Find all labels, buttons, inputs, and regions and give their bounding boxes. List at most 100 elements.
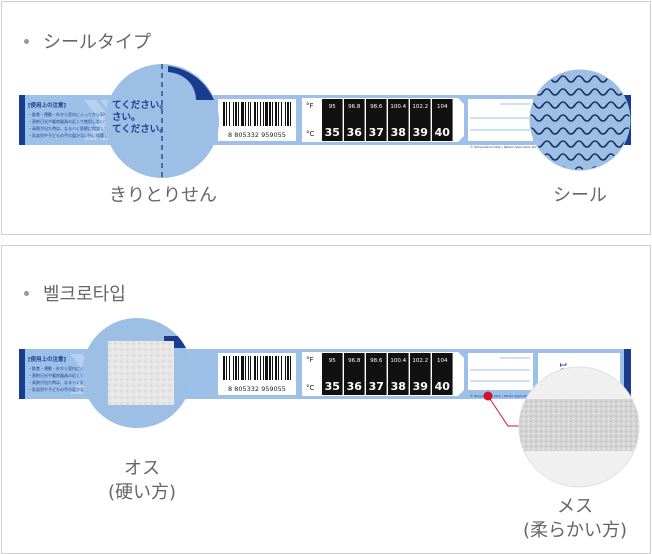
- band-left-edge: [19, 95, 25, 145]
- barcode-bar: [248, 356, 249, 380]
- celsius-value: 37: [369, 126, 384, 139]
- fahrenheit-value: 104: [437, 104, 448, 110]
- notice-title: [使用上の注意]: [28, 101, 67, 109]
- celsius-value: 39: [413, 126, 428, 139]
- caption-tear-line: きりとりせん: [109, 185, 217, 206]
- barcode-bar: [290, 102, 291, 126]
- barcode-bar: [278, 356, 279, 380]
- celsius-value: 35: [325, 380, 340, 393]
- notice-line: ・直射日光や暖房器具の近くで使用しないでください。: [28, 372, 128, 378]
- caption-hook-side: オス (硬い方): [107, 458, 177, 503]
- thermo-cell: [322, 353, 343, 395]
- barcode-bar: [275, 102, 277, 126]
- caption-seal: シール: [553, 185, 607, 206]
- thermo-cell: [366, 353, 387, 395]
- fineprint: © Temperature Strip / Patent Application…: [470, 394, 565, 398]
- fahrenheit-value: 104: [437, 358, 448, 364]
- barcode-bar: [285, 102, 286, 126]
- name-label-area: [468, 99, 533, 141]
- barcode-bar: [281, 102, 282, 126]
- notice-line: ・飲食・運動・外から室内に入ってから30分後に: [28, 365, 117, 371]
- barcode-bar: [229, 356, 230, 380]
- barcode-bar: [263, 356, 264, 380]
- barcode: [223, 356, 291, 380]
- band-edge-fragment: [168, 66, 214, 100]
- hook-side-magnifier: てください。 さい。 てください。: [82, 318, 192, 428]
- thermo-cell: [388, 99, 409, 141]
- barcode-bar: [235, 102, 237, 126]
- barcode-bar: [257, 356, 258, 380]
- thermo-cell: [432, 353, 453, 395]
- thermo-cell: [388, 353, 409, 395]
- notice-line: ・飲食・運動・外から室内に入ってから30分後に: [28, 111, 117, 117]
- bullet-icon: [24, 290, 29, 296]
- wave-line: [530, 101, 630, 109]
- magnifier-rim: [529, 69, 631, 171]
- thermo-cell: [344, 353, 365, 395]
- notice-line: ・乳幼児や子どもの手の届かない所に保管してください。: [28, 386, 132, 392]
- fahrenheit-value: 96.8: [348, 358, 361, 364]
- fahrenheit-value: 102.2: [412, 358, 428, 364]
- fahrenheit-value: 98.6: [370, 358, 383, 364]
- barcode-bar: [241, 356, 244, 380]
- pointer-dot: [483, 391, 493, 401]
- big-text-line: てください。: [112, 124, 169, 135]
- fahrenheit-value: 100.4: [390, 104, 406, 110]
- wave-line: [530, 140, 630, 148]
- celsius-value: 40: [435, 380, 451, 393]
- notice-line: ・高熱が出た時は、なるべく医師に相談してください。: [28, 125, 128, 131]
- wave-line: [530, 88, 630, 96]
- fahrenheit-value: 98.6: [370, 104, 383, 110]
- barcode-bar: [265, 102, 268, 126]
- barcode-bar: [226, 102, 227, 126]
- barcode-bar: [287, 356, 289, 380]
- loop-side-magnifier: [518, 366, 640, 488]
- barcode-bar: [281, 356, 282, 380]
- barcode-bar: [260, 102, 261, 126]
- barcode-bar: [248, 102, 249, 126]
- barcode-bar: [233, 356, 234, 380]
- celsius-value: 38: [391, 126, 406, 139]
- barcode-bar: [254, 102, 256, 126]
- barcode-bar: [238, 102, 239, 126]
- barcode-bar: [226, 356, 227, 380]
- fineprint: © Temperature Strip / Patent Application…: [470, 145, 565, 149]
- barcode-bar: [265, 356, 268, 380]
- barcode-bar: [241, 102, 244, 126]
- barcode-bar: [260, 356, 261, 380]
- fahrenheit-value: 96.8: [348, 104, 361, 110]
- caption-loop-side: メス (柔らかい方): [522, 496, 628, 541]
- wave-line: [527, 63, 639, 69]
- fahrenheit-unit: °F: [306, 102, 314, 110]
- barcode-bar: [272, 102, 273, 126]
- barcode-bar: [269, 356, 271, 380]
- seal-wave-pattern: [527, 63, 639, 170]
- barcode-number: 8 805332 959055: [228, 385, 286, 393]
- thermo-cell: [322, 99, 343, 141]
- barcode-bar: [285, 356, 286, 380]
- thermo-cell: [344, 99, 365, 141]
- barcode: [223, 102, 291, 126]
- loop-fabric-patch: [519, 399, 639, 451]
- band-right-edge: [624, 349, 631, 399]
- hook-fabric-patch: [108, 341, 174, 405]
- barcode-bar: [235, 356, 237, 380]
- barcode-number: 8 805332 959055: [228, 131, 286, 139]
- wave-line: [530, 114, 630, 122]
- thermo-cell: [432, 99, 453, 141]
- fahrenheit-unit: °F: [306, 356, 314, 364]
- celsius-value: 36: [347, 380, 363, 393]
- barcode-bar: [275, 356, 277, 380]
- barcode-bar: [250, 356, 251, 380]
- celsius-value: 38: [391, 380, 406, 393]
- notice-line: ・直射日光や暖房器具の近くで使用しないでください。: [28, 118, 128, 124]
- celsius-value: 39: [413, 380, 428, 393]
- wave-line: [530, 127, 630, 135]
- celsius-unit: °C: [306, 384, 315, 392]
- velcro-type-heading: 벨크로타입: [24, 280, 126, 306]
- bullet-icon: [24, 38, 29, 44]
- big-text-line: てください。: [112, 100, 169, 111]
- barcode-bar: [278, 102, 279, 126]
